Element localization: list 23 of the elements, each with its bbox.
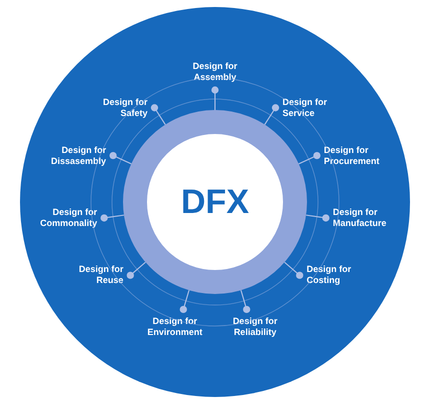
- category-label: Design for Safety: [81, 96, 148, 119]
- center-title: DFX: [181, 182, 249, 222]
- category-label: Design for Manufacture: [332, 206, 399, 229]
- leader-line: [180, 290, 190, 314]
- category-label: Design for Procurement: [324, 144, 390, 167]
- category-label: Design for Reuse: [57, 264, 124, 286]
- category-label: Design for Service: [282, 96, 348, 119]
- category-label: Design for Costing: [306, 264, 373, 286]
- leader-line: [240, 290, 250, 314]
- leader-line: [264, 104, 280, 125]
- category-label: Design for Dissasembly: [40, 144, 106, 167]
- leader-line: [284, 262, 304, 279]
- leader-line: [109, 152, 132, 164]
- leader-line: [100, 214, 124, 222]
- category-label: Design for Reliability: [222, 316, 288, 338]
- leader-line: [126, 262, 146, 279]
- category-label: Design for Environment: [142, 316, 208, 338]
- leader-line: [211, 86, 219, 110]
- leader-line: [298, 152, 321, 164]
- category-label: Design for Commonality: [31, 206, 98, 229]
- leader-line: [150, 104, 166, 125]
- leader-line: [306, 214, 330, 222]
- category-label: Design for Assembly: [182, 61, 248, 83]
